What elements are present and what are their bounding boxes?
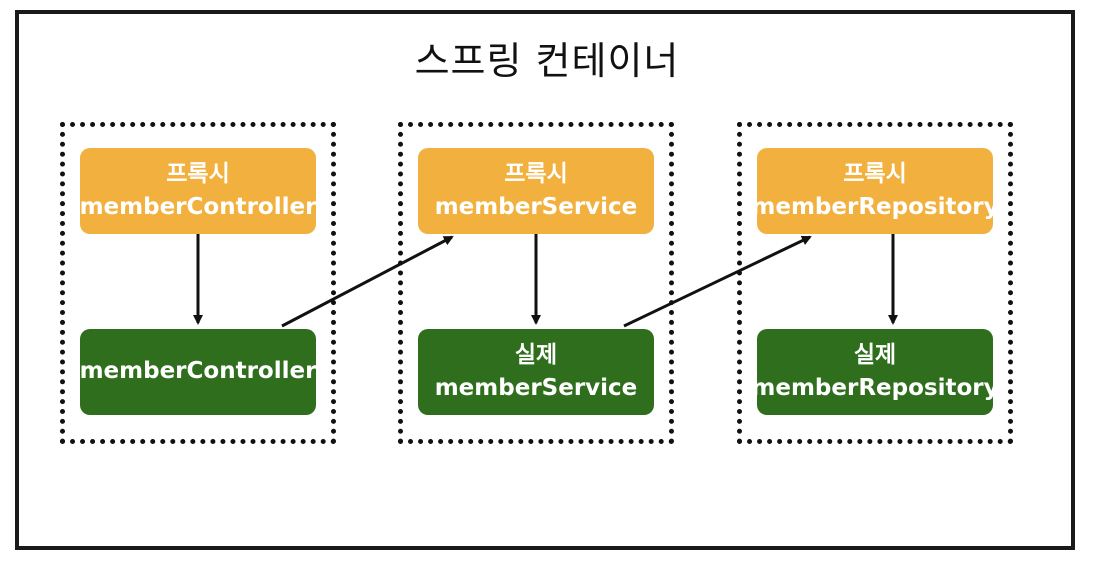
real-member-service-node: 실제 memberService bbox=[418, 329, 654, 415]
bean-name: memberController bbox=[79, 358, 317, 385]
bean-name: memberService bbox=[434, 194, 638, 220]
proxy-label: 프록시 bbox=[504, 160, 568, 187]
bean-name: memberRepository bbox=[751, 375, 999, 401]
bean-name: memberService bbox=[434, 375, 638, 401]
real-label: 실제 bbox=[514, 341, 558, 368]
proxy-label: 프록시 bbox=[166, 160, 230, 187]
bean-name: memberController bbox=[79, 194, 317, 220]
real-member-controller-node: memberController bbox=[80, 329, 316, 415]
real-member-repository-node: 실제 memberRepository bbox=[751, 329, 999, 415]
proxy-member-controller-node: 프록시 memberController bbox=[80, 148, 316, 234]
proxy-member-repository-node: 프록시 memberRepository bbox=[751, 148, 999, 234]
bean-name: memberRepository bbox=[751, 194, 999, 220]
proxy-member-service-node: 프록시 memberService bbox=[418, 148, 654, 234]
real-label: 실제 bbox=[853, 341, 897, 368]
proxy-label: 프록시 bbox=[843, 160, 907, 187]
spring-container-frame bbox=[15, 10, 1075, 550]
container-title: 스프링 컨테이너 bbox=[414, 39, 680, 83]
